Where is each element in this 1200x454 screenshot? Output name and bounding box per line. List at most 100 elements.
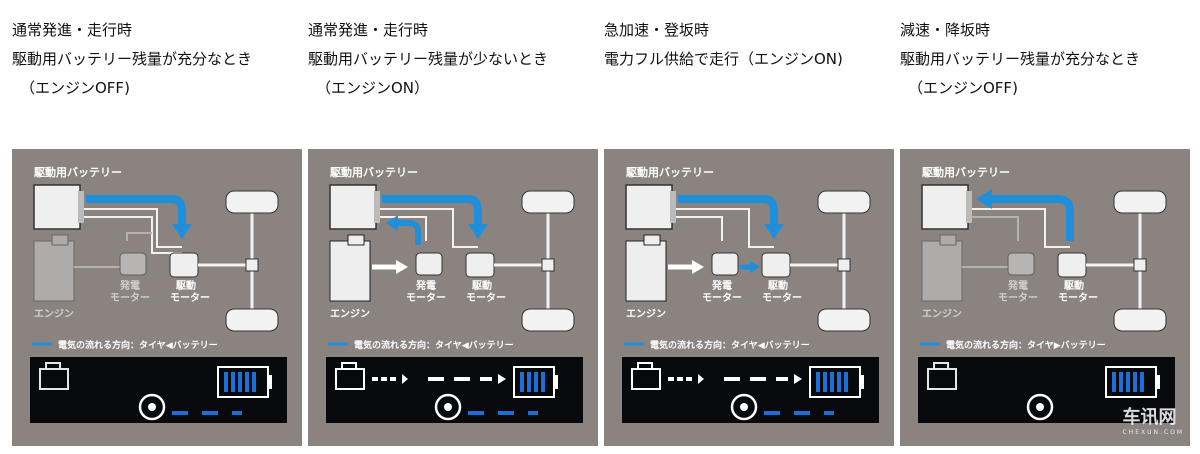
panel-full-power: 急加速・登坂時 電力フル供給で走行（エンジンON) 駆動用バッテリー エンジン … [604, 0, 894, 454]
diagram-panel: 駆動用バッテリー エンジン 発電 モーター 駆動 モーター [308, 149, 598, 446]
wheel-top-icon [521, 190, 575, 214]
flow-legend: 電気の流れる方向：タイヤ◀バッテリー [58, 339, 218, 351]
engine-pictogram [631, 362, 661, 390]
generator-label-2: モーター [702, 292, 742, 304]
generator-label-1: 発電 [711, 279, 732, 292]
flow-legend: 電気の流れる方向：タイヤ◀バッテリー [650, 339, 810, 351]
battery-icon [33, 184, 81, 230]
panel-ev: 通常発進・走行時 駆動用バッテリー残量が充分なとき （エンジンOFF) 駆動用バ… [12, 0, 302, 454]
generator-label-2: モーター [110, 292, 150, 304]
engine-pictogram [335, 362, 365, 390]
battery-pictogram [1105, 366, 1160, 398]
energy-flow-dashes [172, 411, 242, 415]
wheel-bottom-icon [225, 308, 279, 332]
battery-terminal [78, 191, 84, 223]
engine-to-battery-dashes [668, 374, 802, 384]
generator-label-1: 発電 [119, 279, 140, 292]
caption-line-2: 電力フル供給で走行（エンジンON) [604, 50, 843, 68]
watermark-sub: CHEXUN.COM [1122, 429, 1184, 436]
battery-label: 駆動用バッテリー [330, 165, 418, 179]
diagram-panel: 駆動用バッテリー エンジン 発電 モーター 駆動 モーター [900, 149, 1190, 446]
generator-motor-icon [1007, 252, 1035, 276]
drive-label-2: モーター [466, 292, 506, 304]
regen-arrow [990, 195, 1074, 241]
drive-motor-icon [169, 252, 199, 278]
watermark: 车讯网 CHEXUN.COM [1123, 403, 1184, 436]
drive-label-2: モーター [170, 292, 210, 304]
wheel-bottom-icon [521, 308, 575, 332]
caption: 急加速・登坂時 電力フル供給で走行（エンジンON) [604, 16, 904, 74]
generator-motor-icon [711, 252, 739, 276]
engine-icon [329, 234, 371, 302]
engine-icon [33, 234, 75, 302]
tire-pictogram [730, 393, 758, 421]
generator-motor-icon [119, 252, 147, 276]
generator-motor-icon [415, 252, 443, 276]
battery-icon [329, 184, 377, 230]
battery-pictogram [217, 366, 272, 398]
wheel-top-icon [225, 190, 279, 214]
flow-arrow [86, 195, 186, 227]
battery-pictogram [513, 366, 558, 398]
diagram-panel: 駆動用バッテリー エンジン 発電 モーター 駆動 モーター [604, 149, 894, 446]
engine-power-arrow [396, 260, 408, 274]
engine-label: エンジン [330, 308, 370, 320]
drive-motor-icon [1057, 252, 1087, 278]
drive-motor-icon [761, 252, 791, 278]
panel-charge: 通常発進・走行時 駆動用バッテリー残量が少ないとき （エンジンON） 駆動用バッ… [308, 0, 598, 454]
flow-arrow [382, 195, 482, 227]
caption-line-1: 通常発進・走行時 [12, 21, 133, 39]
battery-pictogram [809, 366, 864, 398]
powertrain-diagram: 駆動用バッテリー エンジン 発電 モーター 駆動 モーター [326, 165, 583, 423]
wheel-bottom-icon [817, 308, 871, 332]
diagram-panel: 駆動用バッテリー エンジン 発電 モーター 駆動 モーター [12, 149, 302, 446]
powertrain-diagram: 駆動用バッテリー エンジン 発電 モーター 駆動 モーター [622, 165, 879, 423]
tire-pictogram [434, 393, 462, 421]
engine-pictogram [927, 362, 957, 390]
caption: 減速・降坂時 駆動用バッテリー残量が充分なとき （エンジンOFF) [900, 16, 1200, 103]
energy-flow-dashes [764, 411, 834, 415]
panel-regen: 減速・降坂時 駆動用バッテリー残量が充分なとき （エンジンOFF) 駆動用バッテ… [900, 0, 1190, 454]
drive-label-1: 駆動 [767, 279, 788, 292]
tire-pictogram [1026, 393, 1054, 421]
battery-label: 駆動用バッテリー [626, 165, 714, 179]
caption: 通常発進・走行時 駆動用バッテリー残量が充分なとき （エンジンOFF) [12, 16, 312, 103]
drive-motor-icon [465, 252, 495, 278]
caption-line-3: （エンジンON） [316, 79, 430, 97]
drive-label-2: モーター [1058, 292, 1098, 304]
caption-line-2: 駆動用バッテリー残量が少ないとき [308, 50, 549, 68]
engine-label: エンジン [626, 308, 666, 320]
battery-label: 駆動用バッテリー [922, 165, 1010, 179]
gen-to-drive-arrow [750, 261, 760, 273]
engine-icon [921, 234, 963, 302]
energy-flow-dashes [468, 411, 538, 415]
flow-arrow [678, 195, 778, 227]
generator-label-2: モーター [998, 292, 1038, 304]
drive-label-1: 駆動 [471, 279, 492, 292]
generator-label-1: 発電 [1007, 279, 1028, 292]
caption-line-3: （エンジンOFF) [20, 79, 130, 97]
drive-label-2: モーター [762, 292, 802, 304]
engine-icon [625, 234, 667, 302]
battery-icon [921, 184, 969, 230]
drive-label-1: 駆動 [175, 279, 196, 292]
caption-line-1: 急加速・登坂時 [604, 21, 710, 39]
wheel-top-icon [1113, 190, 1167, 214]
watermark-main: 车讯网 [1122, 407, 1177, 428]
caption-line-1: 通常発進・走行時 [308, 21, 429, 39]
tire-pictogram [138, 393, 166, 421]
battery-label: 駆動用バッテリー [34, 165, 122, 179]
caption-line-3: （エンジンOFF) [908, 79, 1018, 97]
engine-label: エンジン [34, 308, 74, 320]
drive-label-1: 駆動 [1063, 279, 1084, 292]
engine-to-battery-dashes [372, 374, 506, 384]
caption-line-2: 駆動用バッテリー残量が充分なとき [900, 50, 1141, 68]
charge-arrow [396, 220, 421, 245]
caption: 通常発進・走行時 駆動用バッテリー残量が少ないとき （エンジンON） [308, 16, 608, 103]
battery-icon [625, 184, 673, 230]
generator-label-1: 発電 [415, 279, 436, 292]
flow-legend: 電気の流れる方向：タイヤ▶バッテリー [946, 339, 1106, 351]
powertrain-diagram: 駆動用バッテリー エンジン 発電 モーター 駆動 モーター [918, 165, 1175, 423]
engine-pictogram [39, 362, 69, 390]
powertrain-diagram: 駆動用バッテリー エンジン 発電 モーター 駆動 モーター [30, 165, 287, 423]
